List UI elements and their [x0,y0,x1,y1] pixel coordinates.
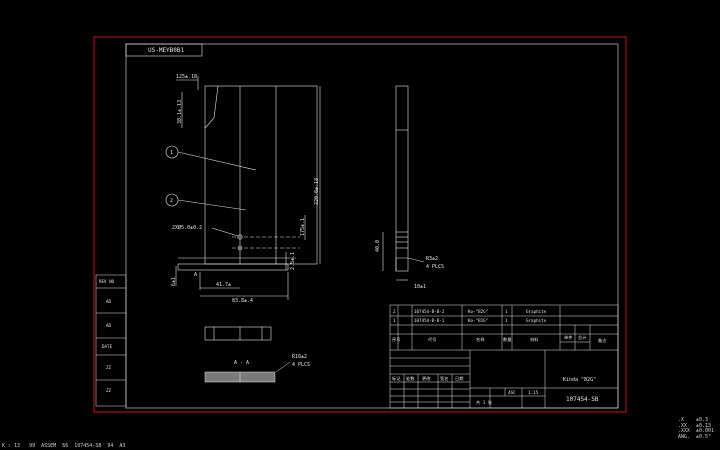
tb-row-1-desc: Ko-"B1G" [468,318,488,323]
tolerance-3: ANG. ±0.5° [677,433,711,440]
tb-row-0-num: 2 [393,309,396,314]
rev-col-0: REV NO [99,279,115,284]
tb-small-1: 处数 [406,375,415,382]
rev-col-3: DATE [102,344,113,349]
status-bar: K : 13 99 ASSEM 66 107454-SB 94 A3 [2,443,126,449]
dwg-number-tab-text: US-MEYB0B1 [148,47,185,54]
tb-row-0-qty: 1 [505,309,508,314]
tb-hdr-7: 备注 [598,337,607,344]
balloon-1-text: 1 [170,150,173,156]
title-block [389,304,619,409]
side-view [382,85,425,281]
dim-top-width: 125±.18 [176,74,197,80]
tb-small-3: 签名 [440,375,448,382]
balloon-2 [165,193,179,207]
dim-chamfer-side: R3±2 [426,256,438,262]
dim-mark-a: A [194,272,197,278]
tb-dwg-no: 107454-SB [566,396,599,403]
tb-scale: 1:15 [528,390,539,395]
tb-row-0-part: 107454-B-B-2 [414,309,445,314]
tb-small-4: 日期 [455,376,463,382]
rev-col-4: ZZ [106,365,112,370]
dim-side-height: 40.0 [375,240,381,252]
dim-upper-height: 38.1±.13 [177,100,183,124]
dim-plcs-sec: 4 PLCS [292,362,310,368]
dim-side-thickness: 10±1 [414,284,426,290]
dim-chamfer-sec: R16±2 [292,354,307,360]
tb-row-1-part: 107454-B-B-1 [414,318,445,323]
dim-plcs-side: 4 PLCS [426,264,444,270]
tb-row-1-material: Graphite [526,318,547,323]
rev-col-5: ZZ [106,388,112,393]
tb-hdr-3: 数量 [503,336,511,343]
tb-hdr-6: 总计 [578,334,586,341]
tolerance-table: .X ±0.3 .XX ±0.13 .XXX ±0.001 ANG. ±0.5° [677,417,714,440]
tb-hdr-2: 名称 [476,336,484,343]
tb-hdr-0: 序号 [392,336,400,343]
sheet-border [93,36,627,413]
dim-left-small: 6±1 [171,277,177,286]
balloon-1 [165,145,179,159]
tb-hdr-4: 材料 [530,336,539,343]
dim-hole-label: 2XØ5.0±0.2 [172,224,202,231]
tb-hdr-1: 代号 [428,336,436,343]
front-view [175,76,321,300]
revision-column [95,274,127,407]
tolerance-1: .XX ±0.13 [677,422,711,429]
dim-base-inner: 41.7± [216,282,231,288]
drawing-frame [125,43,619,409]
rev-col-2: AD [106,323,112,328]
tolerance-2: .XXX ±0.001 [677,428,714,434]
tb-row-1-num: 1 [393,318,396,323]
dim-offset-small: 2.5±.1 [290,252,296,270]
balloon-2-text: 2 [170,198,173,204]
tb-title: Kinda "B2G" [563,377,596,383]
dim-total-height: 220.0±.18 [314,178,320,205]
tb-qty-cell: 4SC [508,390,516,395]
tb-row-1-qty: 1 [505,318,508,323]
tb-row-0-material: Graphite [526,309,547,314]
tb-row-0-desc: Ko-"B2G" [468,309,488,314]
section-label: A - A [234,360,249,366]
dim-overall-width: 83.8±.4 [232,298,253,304]
tb-small-2: 更改 [422,375,431,382]
tb-hdr-5: 单件 [564,334,572,341]
dim-hole-spacing: 175±.1 [300,218,306,236]
dwg-number-tab [125,43,203,57]
top-view [204,326,272,341]
tolerance-0: .X ±0.3 [677,417,708,423]
tb-sheet-text: 共 1 张 [476,399,493,406]
rev-col-1: AD [106,299,112,304]
tb-small-0: 标记 [392,375,401,382]
